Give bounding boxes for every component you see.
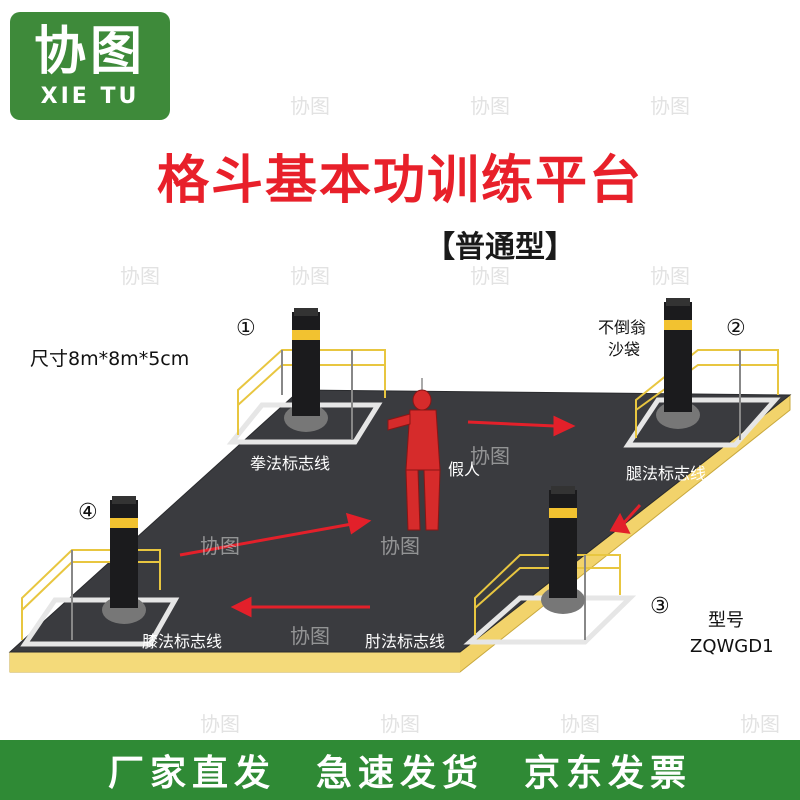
- footer-banner: 厂家直发 急速发货 京东发票: [0, 740, 800, 800]
- tumbler-bag-1: [284, 308, 328, 432]
- marker-box-elbow: [463, 595, 637, 645]
- railing-elbow: [474, 554, 621, 640]
- arrow-down-left: [620, 503, 642, 527]
- footer-item-fast: 急速发货: [315, 753, 484, 794]
- number-label-1: ①: [236, 316, 256, 341]
- footer-item-invoice: 京东发票: [524, 753, 693, 794]
- page-subtitle: 【普通型】: [425, 230, 575, 265]
- tumbler-bag-3: [541, 486, 585, 614]
- label-dummy: 假人: [448, 460, 481, 479]
- size-label: 尺寸8m*8m*5cm: [30, 348, 190, 370]
- direction-arrows: [179, 415, 642, 618]
- number-label-3: ③: [650, 594, 670, 619]
- label-elbow-line: 肘法标志线: [365, 632, 446, 651]
- tumbler-bag-2: [656, 298, 700, 429]
- platform-edge-front: [10, 652, 460, 672]
- label-leg-line: 腿法标志线: [626, 464, 707, 483]
- platform-mat: [8, 389, 792, 653]
- model-code: ZQWGD1: [690, 636, 774, 657]
- footer-item-direct: 厂家直发: [107, 753, 276, 794]
- label-boxing-line: 拳法标志线: [250, 454, 331, 473]
- label-tumbler-1: 不倒翁: [598, 318, 647, 337]
- marker-box-leg: [623, 397, 781, 448]
- model-info: 型号 ZQWGD1: [690, 608, 774, 660]
- number-label-4: ④: [78, 500, 98, 525]
- marker-box-knee: [20, 597, 180, 647]
- marker-box-boxing: [226, 402, 383, 445]
- logo-chinese-text: 协图: [33, 22, 146, 82]
- tumbler-bag-4: [102, 496, 146, 624]
- training-dummy: [387, 378, 441, 531]
- arrow-up-right: [179, 522, 353, 557]
- railing-leg: [635, 349, 779, 440]
- arrow-right: [467, 420, 556, 428]
- brand-logo: 协图 XIE TU: [10, 12, 170, 120]
- page-title: 格斗基本功训练平台: [156, 151, 643, 211]
- label-tumbler-2: 沙袋: [608, 340, 641, 359]
- logo-english-text: XIE TU: [40, 84, 140, 109]
- railing-boxing: [237, 349, 386, 440]
- label-knee-line: 膝法标志线: [142, 632, 223, 651]
- number-label-2: ②: [726, 316, 746, 341]
- model-label: 型号: [708, 610, 744, 631]
